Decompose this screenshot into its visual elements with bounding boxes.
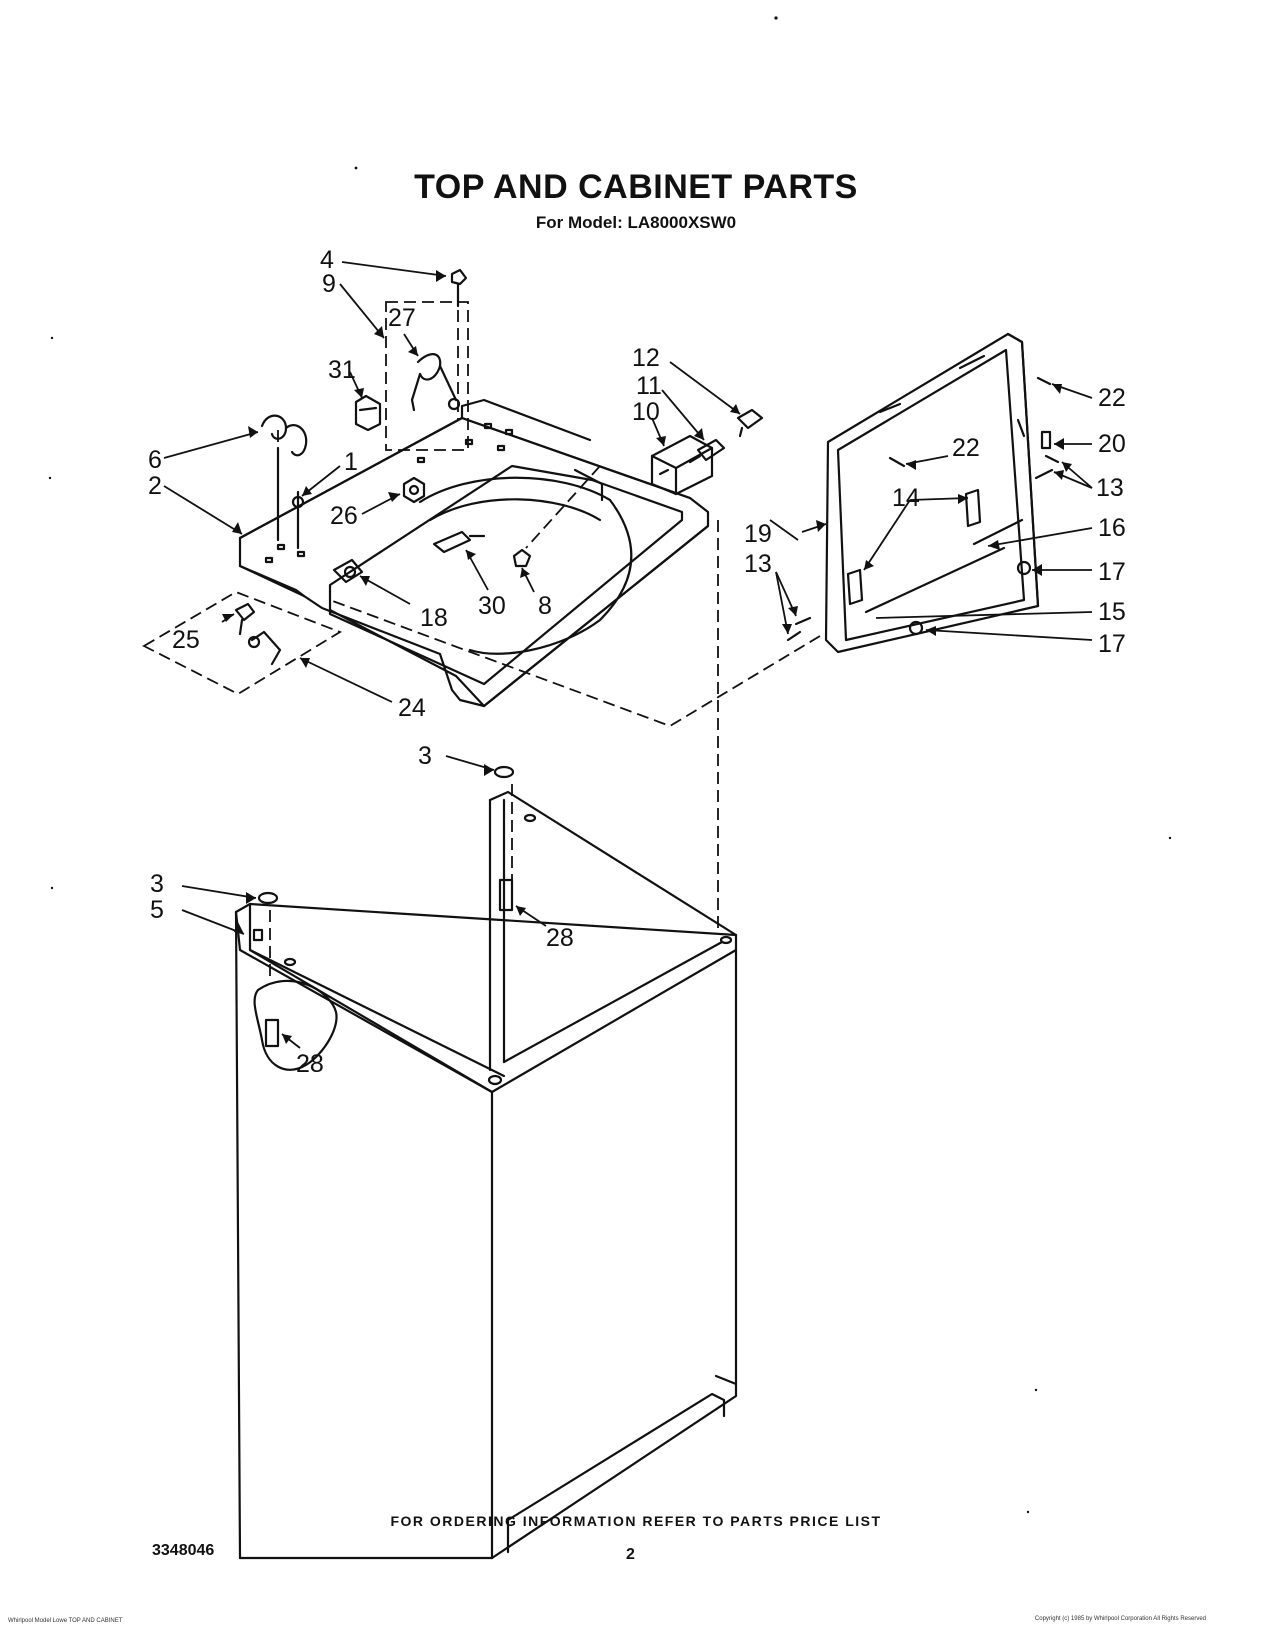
callout-28: 28 [546, 924, 574, 952]
callout-28: 28 [296, 1050, 324, 1078]
callout-24: 24 [398, 694, 426, 722]
callout-13: 13 [744, 550, 772, 578]
callout-3: 3 [150, 870, 164, 898]
callout-17: 17 [1098, 558, 1126, 586]
callout-22: 22 [952, 434, 980, 462]
leader-lines [163, 261, 1093, 1049]
callout-12: 12 [632, 344, 660, 372]
callout-9: 9 [322, 270, 336, 298]
lid [786, 332, 1060, 654]
document-number: 3348046 [152, 1542, 215, 1559]
callout-25: 25 [172, 626, 200, 654]
callout-27: 27 [388, 304, 416, 332]
callout-2: 2 [148, 472, 162, 500]
callout-26: 26 [330, 502, 358, 530]
fine-print-left: Whirlpool Model Lowe TOP AND CABINET [8, 1618, 123, 1624]
scan-specks [48, 16, 1172, 1514]
assembly-lines [142, 301, 821, 980]
callout-17: 17 [1098, 630, 1126, 658]
top-panel [238, 398, 710, 708]
callout-labels: 1 2 3 3 4 5 6 8 9 10 11 12 13 13 14 15 1… [148, 246, 1126, 1078]
model-subtitle: For Model: LA8000XSW0 [535, 213, 737, 232]
callout-19: 19 [744, 520, 772, 548]
callout-1: 1 [344, 448, 358, 476]
callout-18: 18 [420, 604, 448, 632]
page-number: 2 [626, 1546, 635, 1563]
callout-20: 20 [1098, 430, 1126, 458]
callout-6: 6 [148, 446, 162, 474]
callout-15: 15 [1098, 598, 1126, 626]
cabinet [234, 790, 738, 1560]
small-parts [234, 268, 764, 1048]
page-title: TOP AND CABINET PARTS [414, 168, 858, 206]
callout-3: 3 [418, 742, 432, 770]
callout-13: 13 [1096, 474, 1124, 502]
callout-11: 11 [636, 372, 662, 400]
callout-4: 4 [320, 246, 334, 274]
ordering-note: FOR ORDERING INFORMATION REFER TO PARTS … [390, 1513, 882, 1529]
callout-5: 5 [150, 896, 164, 924]
callout-8: 8 [538, 592, 552, 620]
callout-14: 14 [892, 484, 920, 512]
callout-22: 22 [1098, 384, 1126, 412]
fine-print-right: Copyright (c) 1985 by Whirlpool Corporat… [1034, 1616, 1206, 1622]
callout-31: 31 [328, 356, 356, 384]
callout-30: 30 [478, 592, 506, 620]
callout-10: 10 [632, 398, 660, 426]
callout-16: 16 [1098, 514, 1126, 542]
